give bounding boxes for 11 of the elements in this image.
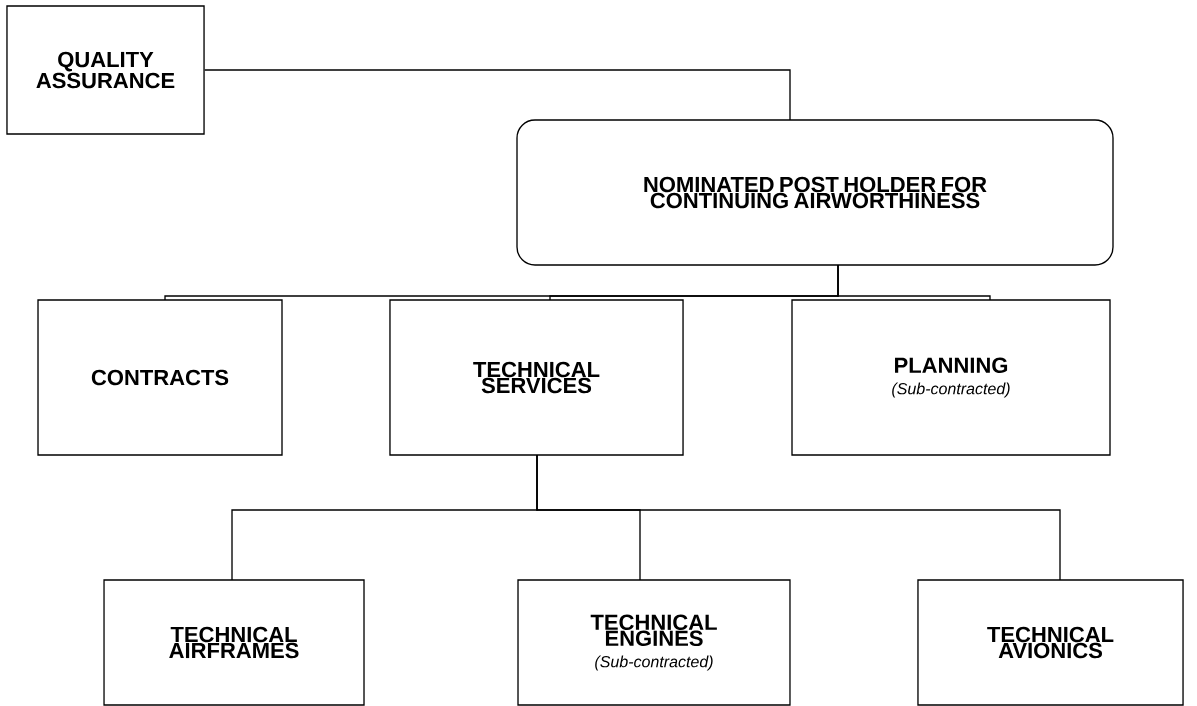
box: TECHNICAL AVIONICS [917,579,1184,706]
connector [837,264,991,301]
box: PLANNING (Sub-contracted) [791,299,1111,456]
box: QUALITY ASSURANCE [6,5,205,135]
box: TECHNICAL SERVICES [389,299,684,456]
box: CONTRACTS [37,299,283,456]
rounded-box: NOMINATED POST HOLDER FOR CONTINUING AIRWORTHINESS [516,119,1114,266]
box: TECHNICAL ENGINES (Sub-contracted) [517,579,791,706]
box: TECHNICAL AIRFRAMES [103,579,365,706]
connector [536,454,1061,581]
connector [204,69,791,121]
